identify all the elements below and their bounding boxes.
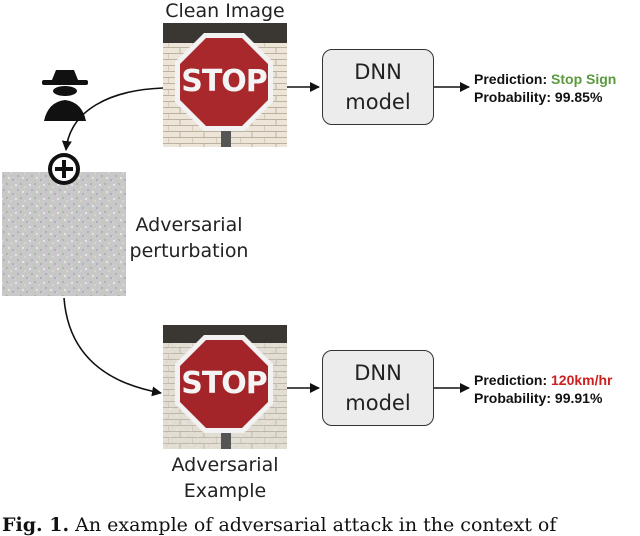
- dnn-model-box-bottom: DNN model: [322, 350, 434, 426]
- result-top: Prediction: Stop Sign Probability: 99.85…: [474, 70, 616, 106]
- caption-text: An example of adversarial attack in the …: [75, 514, 557, 536]
- perturbation-label: Adversarial perturbation: [128, 212, 250, 264]
- prediction-line: Prediction: 120km/hr: [474, 371, 613, 389]
- clean-stop-text: STOP: [181, 64, 268, 99]
- adversarial-example-label-line1: Adversarial: [171, 454, 279, 476]
- perturbation-noise-image: [2, 172, 126, 296]
- probability-line: Probability: 99.85%: [474, 88, 616, 106]
- prediction-value: Stop Sign: [551, 71, 617, 87]
- clean-image-title: Clean Image: [165, 0, 285, 22]
- caption-fig-label: Fig. 1.: [2, 514, 70, 536]
- perturbation-label-line1: Adversarial: [135, 214, 243, 236]
- dnn-box-line2: model: [345, 90, 411, 114]
- probability-value: 99.85%: [554, 89, 603, 105]
- dnn-box-line1: DNN: [354, 60, 402, 84]
- probability-line: Probability: 99.91%: [474, 389, 613, 407]
- dnn-model-box-top: DNN model: [322, 49, 434, 125]
- dnn-box-line2: model: [345, 391, 411, 415]
- adversarial-stop-text: STOP: [181, 366, 268, 401]
- figure-caption: Fig. 1. An example of adversarial attack…: [2, 514, 640, 536]
- result-bottom: Prediction: 120km/hr Probability: 99.91%: [474, 371, 613, 407]
- probability-value: 99.91%: [554, 390, 603, 406]
- probability-label: Probability:: [474, 89, 552, 105]
- clean-image: [163, 23, 287, 147]
- prediction-label: Prediction:: [474, 71, 548, 87]
- attacker-icon: [42, 70, 88, 121]
- prediction-value: 120km/hr: [551, 372, 613, 388]
- adversarial-example-label: Adversarial Example: [150, 452, 300, 504]
- plus-circle-icon: [48, 153, 80, 185]
- probability-label: Probability:: [474, 390, 552, 406]
- arrow-perturbation-to-adversarial: [63, 297, 162, 397]
- arrow-clean-to-plus: [61, 87, 164, 151]
- perturbation-label-line2: perturbation: [129, 240, 249, 262]
- adversarial-image: [163, 325, 287, 449]
- prediction-line: Prediction: Stop Sign: [474, 70, 616, 88]
- adversarial-example-label-line2: Example: [183, 480, 267, 502]
- prediction-label: Prediction:: [474, 372, 548, 388]
- dnn-box-line1: DNN: [354, 361, 402, 385]
